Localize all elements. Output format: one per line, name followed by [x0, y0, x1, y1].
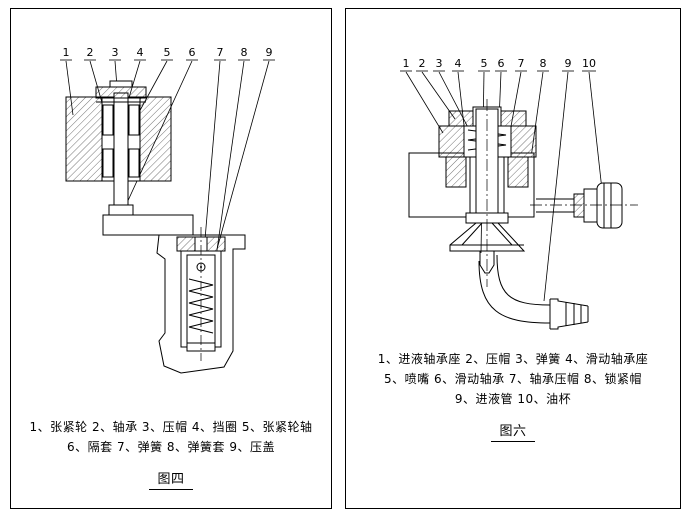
figure6-label-1: 1: [400, 57, 444, 134]
figure6-oil-cup: [536, 182, 623, 229]
figure6-title: 图六: [491, 424, 535, 442]
figure6-caption-line-2: 5、喷嘴 6、滑动轴承 7、轴承压帽 8、锁紧帽: [384, 372, 642, 386]
figure4-label-8-text: 8: [241, 46, 248, 59]
figure6-label-9: 9: [543, 57, 574, 302]
figure4-title: 图四: [149, 472, 193, 490]
figure6-label-4-text: 4: [455, 57, 462, 70]
figure4-label-8: 8: [213, 46, 250, 272]
figure4-label-9: 9: [216, 46, 275, 250]
figure4-label-7-text: 7: [217, 46, 224, 59]
figure4-label-4-text: 4: [137, 46, 144, 59]
figure6-label-3-text: 3: [436, 57, 443, 70]
figure6-label-8-text: 8: [540, 57, 547, 70]
figure6-label-2-text: 2: [419, 57, 426, 70]
figure4-captions: 1、张紧轮 2、轴承 3、压帽 4、挡圈 5、张紧轮轴 6、隔套 7、弹簧 8、…: [11, 417, 331, 490]
figure6-caption-line-1: 1、进液轴承座 2、压帽 3、弹簧 4、滑动轴承座: [377, 352, 649, 366]
figure4-bracket-arm: [102, 204, 194, 236]
figure6-label-10-text: 10: [582, 57, 596, 70]
figure6-label-1-text: 1: [403, 57, 410, 70]
figure4-drawing: 1 2 3 4 5: [60, 46, 275, 374]
figure4-label-9-text: 9: [266, 46, 273, 59]
figure6-title-row: 图六: [346, 422, 680, 442]
figure6-label-5-text: 5: [481, 57, 488, 70]
figure4-title-row: 图四: [11, 470, 331, 490]
figure4-label-6-text: 6: [189, 46, 196, 59]
figure6-inlet-pipe: [478, 254, 589, 330]
figure6-centerlines: [486, 99, 638, 287]
figure6-label-10: 10: [582, 57, 604, 200]
figure4-label-3-text: 3: [112, 46, 119, 59]
figure6-label-6-text: 6: [498, 57, 505, 70]
figure4-label-2-text: 2: [87, 46, 94, 59]
figure4-label-5-text: 5: [164, 46, 171, 59]
figure6-label-7-text: 7: [518, 57, 525, 70]
figure6-label-9-text: 9: [565, 57, 572, 70]
figure4-panel: 1 2 3 4 5: [10, 8, 332, 509]
figure4-caption-line-2: 6、隔套 7、弹簧 8、弹簧套 9、压盖: [67, 440, 275, 454]
figure4-spring-assembly: [176, 227, 226, 361]
figure4-label-1-text: 1: [63, 46, 70, 59]
figure6-captions: 1、进液轴承座 2、压帽 3、弹簧 4、滑动轴承座 5、喷嘴 6、滑动轴承 7、…: [346, 349, 680, 442]
figure6-panel: 1 2 3 4 5: [345, 8, 681, 509]
figure6-caption-line-3: 9、进液管 10、油杯: [454, 392, 572, 406]
figure4-pulley-section: [65, 80, 172, 206]
figure6-bearing-housing: [438, 106, 537, 224]
figure4-caption-line-1: 1、张紧轮 2、轴承 3、压帽 4、挡圈 5、张紧轮轴: [29, 420, 313, 434]
figure4-mount-outline: [156, 234, 246, 374]
figure6-drawing: 1 2 3 4 5: [400, 57, 638, 330]
